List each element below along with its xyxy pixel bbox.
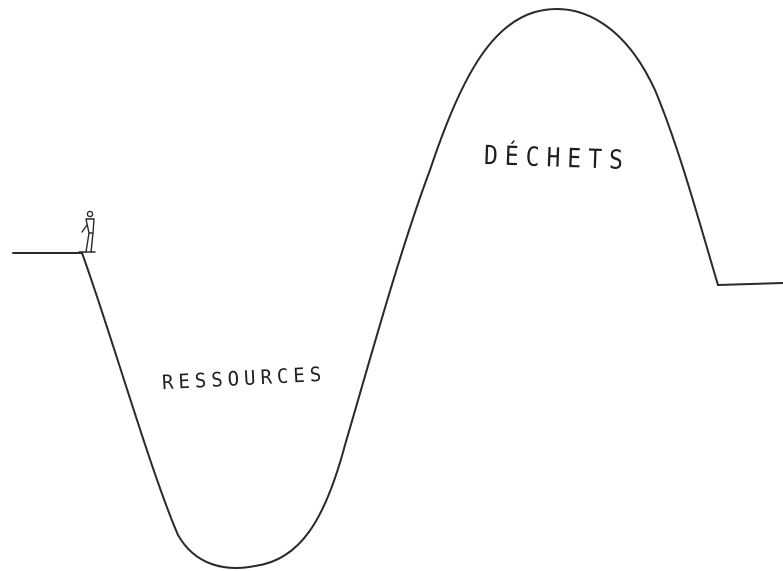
waste-label: DÉCHETS <box>483 141 631 177</box>
pit-and-heap-curve <box>81 8 719 569</box>
right-ground-line <box>717 282 783 286</box>
person-figure-icon <box>78 210 96 253</box>
